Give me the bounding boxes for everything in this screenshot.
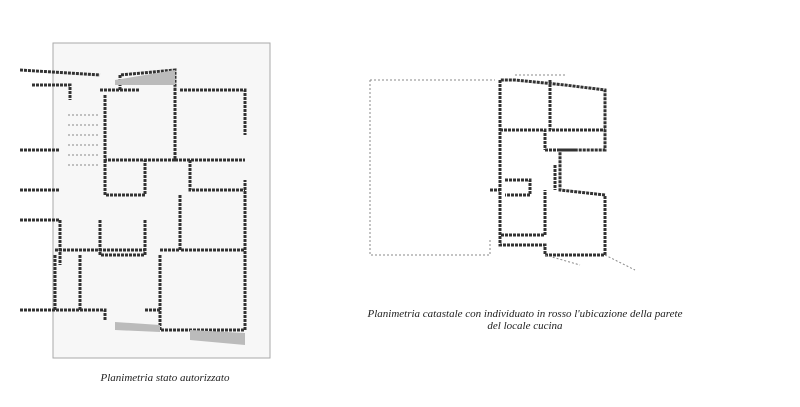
caption-line-1: Planimetria catastale con individuato in… [367, 308, 683, 320]
authorized-floor-plan [20, 42, 271, 359]
caption-authorized-plan: Planimetria stato autorizzato [100, 372, 230, 384]
caption-line-2: del locale cucina [487, 320, 563, 332]
cadastral-floor-plan [369, 74, 636, 271]
caption-cadastral-plan: Planimetria catastale con individuato in… [310, 308, 740, 332]
